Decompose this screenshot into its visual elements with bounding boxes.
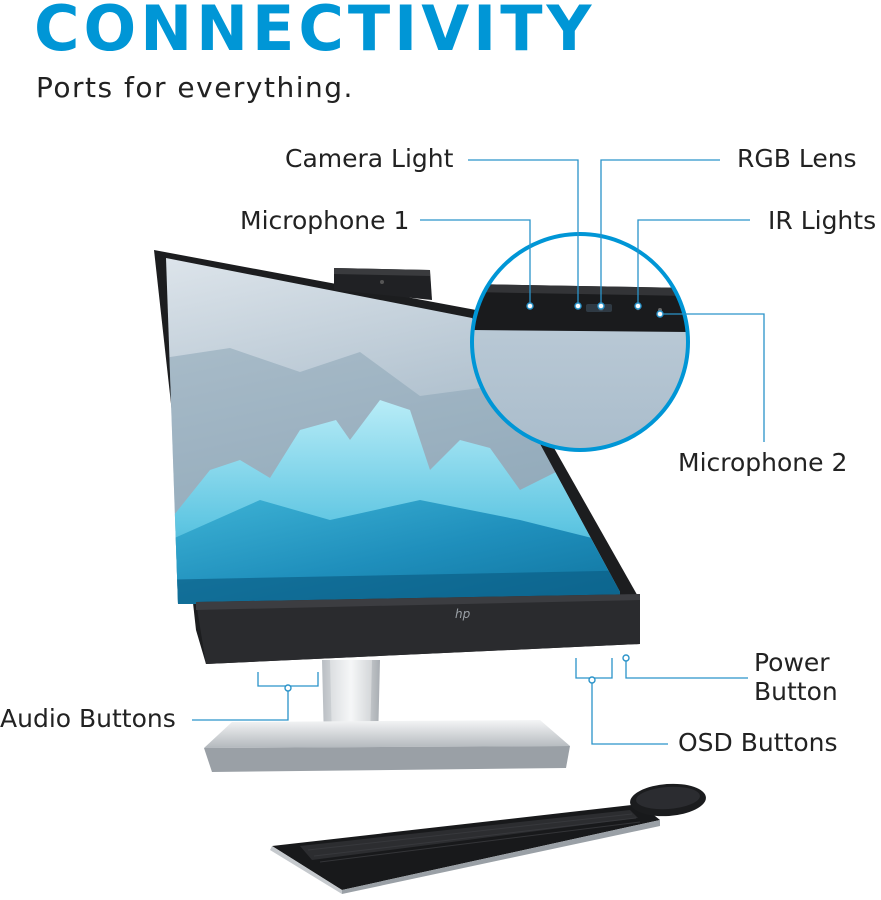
webcam-module bbox=[334, 268, 432, 300]
monitor-base bbox=[204, 720, 570, 772]
osd-buttons-label: OSD Buttons bbox=[678, 728, 838, 757]
microphone-2-label: Microphone 2 bbox=[678, 448, 848, 477]
svg-text:hp: hp bbox=[455, 607, 471, 621]
page-subtitle: Ports for everything. bbox=[36, 71, 354, 104]
keyboard bbox=[270, 804, 660, 894]
mouse bbox=[630, 783, 706, 817]
callout-dots bbox=[284, 302, 664, 692]
audio-buttons-label: Audio Buttons bbox=[0, 704, 176, 733]
webcam-zoom-view bbox=[470, 232, 690, 452]
callout-lines bbox=[192, 159, 765, 745]
speaker-bar: hp bbox=[196, 594, 640, 664]
camera-light-label: Camera Light bbox=[285, 144, 454, 173]
microphone-1-label: Microphone 1 bbox=[240, 206, 410, 235]
power-button-label: Power Button bbox=[754, 648, 838, 706]
rgb-lens-label: RGB Lens bbox=[737, 144, 857, 173]
ir-lights-label: IR Lights bbox=[768, 206, 877, 235]
page-title: CONNECTIVITY bbox=[34, 0, 596, 65]
